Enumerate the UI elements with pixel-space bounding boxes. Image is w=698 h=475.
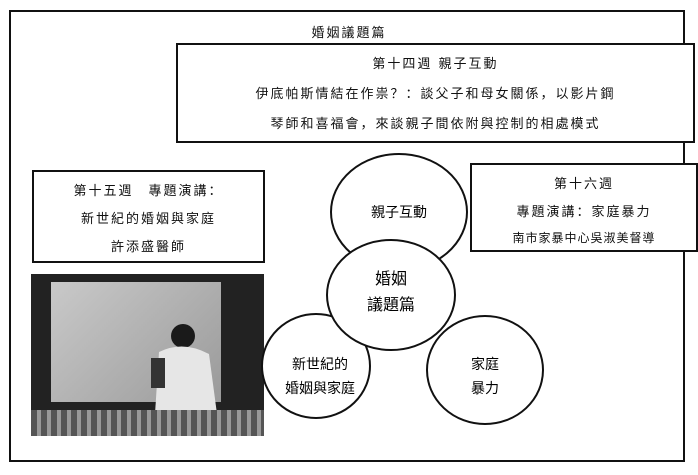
week15-box: 第十五週 專題演講： 新世紀的婚姻與家庭 許添盛醫師 bbox=[32, 170, 265, 263]
week14-line1: 伊底帕斯情結在作祟？：談父子和母女關係，以影片鋼 bbox=[255, 87, 616, 102]
speaker-figure bbox=[151, 324, 217, 414]
circle-violence bbox=[426, 315, 544, 425]
week16-topic: 專題演講：家庭暴力 bbox=[516, 205, 652, 220]
label-new-century-2: 婚姻與家庭 bbox=[285, 380, 355, 397]
week14-line2: 琴師和喜福會，來談親子間依附與控制的相處模式 bbox=[270, 117, 601, 132]
lecture-photo bbox=[31, 274, 264, 436]
week15-speaker: 許添盛醫師 bbox=[110, 240, 186, 255]
week16-heading: 第十六週 bbox=[553, 177, 614, 192]
circle-center bbox=[326, 239, 456, 351]
week14-heading: 第十四週 親子互動 bbox=[372, 57, 499, 72]
week14-box: 第十四週 親子互動 伊底帕斯情結在作祟？：談父子和母女關係，以影片鋼 琴師和喜福… bbox=[176, 43, 695, 143]
page-title: 婚姻議題篇 bbox=[311, 26, 387, 41]
label-center-2: 議題篇 bbox=[367, 295, 415, 314]
label-center-1: 婚姻 bbox=[375, 269, 407, 288]
week15-heading: 第十五週 專題演講： bbox=[73, 184, 224, 199]
label-violence-2: 暴力 bbox=[471, 381, 499, 397]
label-parent-child: 親子互動 bbox=[371, 205, 427, 221]
week15-topic: 新世紀的婚姻與家庭 bbox=[80, 212, 216, 227]
circle-new-century bbox=[261, 313, 371, 419]
label-new-century-1: 新世紀的 bbox=[292, 357, 348, 373]
audience-row bbox=[31, 410, 264, 436]
week16-speaker: 南市家暴中心吳淑美督導 bbox=[512, 231, 656, 245]
label-violence-1: 家庭 bbox=[471, 356, 499, 373]
week16-box: 第十六週 專題演講：家庭暴力 南市家暴中心吳淑美督導 bbox=[470, 163, 698, 252]
